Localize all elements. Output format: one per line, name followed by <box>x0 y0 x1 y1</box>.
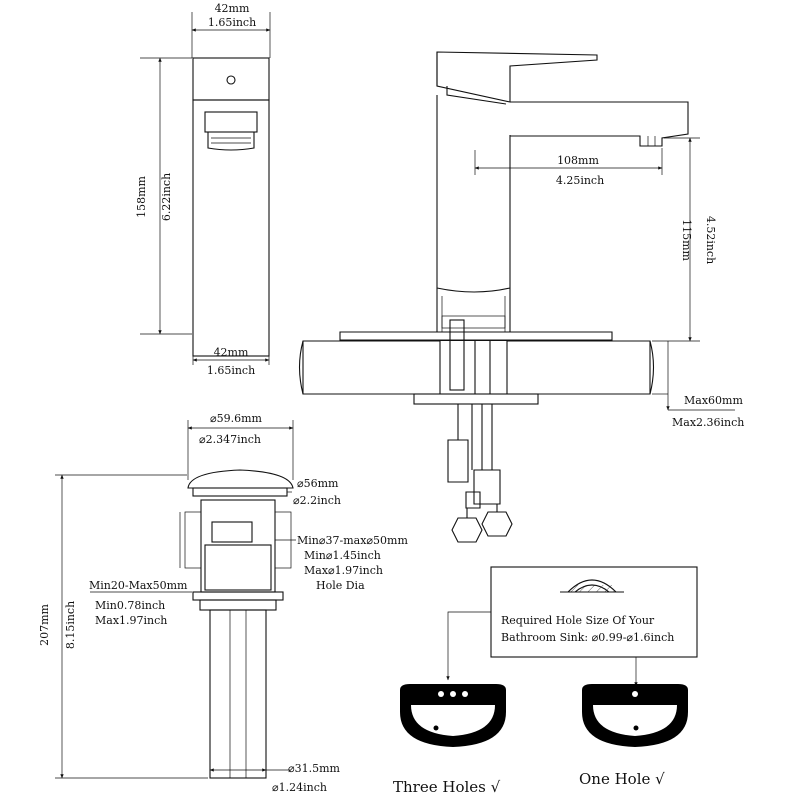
three-holes-caption: Three Holes √ <box>393 778 501 796</box>
drain-cap-dia-mm: ⌀59.6mm <box>210 412 263 425</box>
drain-height-mm: 207mm <box>38 604 51 646</box>
drain-height-in: 8.15inch <box>64 601 77 649</box>
front-bottom-width-in: 1.65inch <box>207 364 255 377</box>
drain-thickness-mm: Min20-Max50mm <box>89 579 188 592</box>
faucet-front-view: 42mm 1.65inch 158mm 6.22inch 42mm 1.65in… <box>135 2 271 377</box>
drain-hole-min-in: Min⌀1.45inch <box>304 549 381 562</box>
drain-cap-dia-in: ⌀2.347inch <box>199 433 261 446</box>
front-height-mm: 158mm <box>135 176 148 218</box>
drain-hole-label: Hole Dia <box>316 579 365 592</box>
drain-flange-dia-in: ⌀2.2inch <box>293 494 341 507</box>
hole-note-line2: Bathroom Sink: ⌀0.99-⌀1.6inch <box>501 631 674 644</box>
front-top-width-mm: 42mm <box>215 2 250 15</box>
drain-tail-dia-in: ⌀1.24inch <box>272 781 327 794</box>
front-height-in: 6.22inch <box>160 173 173 221</box>
drain-flange-dia-mm: ⌀56mm <box>297 477 339 490</box>
faucet-side-view: 108mm 4.25inch <box>298 51 744 543</box>
side-deck-max-mm: Max60mm <box>684 394 743 407</box>
side-deck-max-in: Max2.36inch <box>672 416 744 429</box>
faucet-hole-left <box>438 691 444 697</box>
one-hole-caption: One Hole √ <box>579 770 665 788</box>
side-reach-in: 4.25inch <box>556 174 604 187</box>
drain-hole-max-in: Max⌀1.97inch <box>304 564 383 577</box>
drain-assembly: ⌀59.6mm ⌀2.347inch ⌀56mm ⌀2.2inch Min⌀37… <box>38 412 408 794</box>
sink-one-hole: One Hole √ <box>579 684 688 788</box>
drain-hole-range-mm: Min⌀37-max⌀50mm <box>297 534 408 547</box>
faucet-hole-single <box>632 691 638 697</box>
hole-note-line1: Required Hole Size Of Your <box>501 614 655 627</box>
side-height-in: 4.52inch <box>704 216 717 264</box>
front-bottom-width-mm: 42mm <box>214 346 249 359</box>
front-top-width-in: 1.65inch <box>208 16 256 29</box>
faucet-hole-right <box>462 691 468 697</box>
sink-three-holes: Three Holes √ <box>393 684 506 796</box>
drain-thickness-max-in: Max1.97inch <box>95 614 167 627</box>
faucet-hole-center <box>450 691 456 697</box>
drain-thickness-min-in: Min0.78inch <box>95 599 165 612</box>
side-height-mm: 115mm <box>680 219 693 261</box>
side-reach-mm: 108mm <box>557 154 599 167</box>
drain-tail-dia-mm: ⌀31.5mm <box>288 762 341 775</box>
hole-size-note: Required Hole Size Of Your Bathroom Sink… <box>446 566 698 687</box>
